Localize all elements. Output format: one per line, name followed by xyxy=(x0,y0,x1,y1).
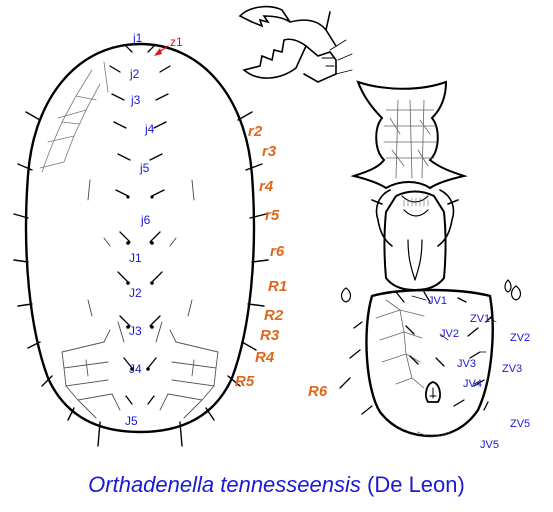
label-r5: r5 xyxy=(265,207,280,224)
label-ZV5: ZV5 xyxy=(510,418,530,430)
ventrianal-shield-outline xyxy=(365,288,494,438)
ventral-label-leaders xyxy=(411,295,497,385)
ventral-setae xyxy=(339,291,493,415)
caption-author: (De Leon) xyxy=(360,472,465,497)
label-R4: R4 xyxy=(255,349,275,366)
chelicera xyxy=(238,5,353,83)
anal-inner xyxy=(429,387,437,399)
genital-shield-outline xyxy=(383,190,447,292)
reticulation-upper xyxy=(39,61,109,173)
marginal-setae xyxy=(13,111,269,447)
label-J1: J1 xyxy=(129,251,142,265)
genital-shield-inner xyxy=(401,195,429,281)
dorsal-seta-labels: j1 z1 j2 j3 j4 j5 j6 J1 J2 J3 J4 J5 xyxy=(125,31,183,428)
label-J2: J2 xyxy=(129,286,142,300)
label-r6: r6 xyxy=(270,243,285,260)
label-R1: R1 xyxy=(268,278,287,295)
dorsal-shield-outline xyxy=(24,42,256,434)
ventrianal-reticulation xyxy=(375,299,425,389)
label-J4: J4 xyxy=(129,362,142,376)
dorsal-pores xyxy=(126,195,154,371)
sternal-shield xyxy=(340,80,522,303)
label-J5: J5 xyxy=(125,414,138,428)
anal-opening xyxy=(425,381,441,403)
metapodal-platelets xyxy=(340,279,522,303)
sternal-reticulation xyxy=(383,99,437,179)
reticulation-posterior-left xyxy=(61,329,121,419)
dorsal-shield xyxy=(13,42,269,447)
label-j5: j5 xyxy=(139,161,150,175)
label-r2: r2 xyxy=(248,123,263,140)
genital-striae xyxy=(403,197,429,207)
label-ZV3: ZV3 xyxy=(502,363,522,375)
ventrianal-shield xyxy=(339,288,497,438)
label-R2: R2 xyxy=(264,307,284,324)
z1-arrowhead xyxy=(154,48,162,56)
ventral-seta-labels: JV1 ZV1 JV2 ZV2 JV3 ZV3 JV4 ZV5 JV5 xyxy=(428,295,530,451)
label-r3: r3 xyxy=(262,143,277,160)
label-R5: R5 xyxy=(235,373,255,390)
label-r4: r4 xyxy=(259,178,274,195)
chelicera-shaft xyxy=(289,11,337,83)
label-JV5: JV5 xyxy=(480,439,499,451)
label-R6: R6 xyxy=(308,383,328,400)
label-j2: j2 xyxy=(129,67,140,81)
label-JV4: JV4 xyxy=(463,378,482,390)
label-J3: J3 xyxy=(129,324,142,338)
chelicera-membrane xyxy=(321,39,353,75)
label-ZV2: ZV2 xyxy=(510,332,530,344)
label-j3: j3 xyxy=(130,93,141,107)
reticulation-posterior-right xyxy=(159,329,219,419)
r-seta-labels: r2 r3 r4 r5 r6 R1 R2 R3 R4 R5 R6 xyxy=(235,123,328,400)
label-R3: R3 xyxy=(260,327,280,344)
figure-caption: Orthadenella tennesseensis (De Leon) xyxy=(0,472,553,498)
label-j6: j6 xyxy=(140,213,151,227)
label-z1: z1 xyxy=(170,35,183,49)
label-ZV1: ZV1 xyxy=(470,313,490,325)
label-j4: j4 xyxy=(144,122,155,136)
sternal-shield-outline xyxy=(350,80,468,190)
muscle-scars xyxy=(87,179,195,343)
dorsal-setae xyxy=(109,45,171,405)
caption-species: Orthadenella tennesseensis xyxy=(88,472,361,497)
metasternal-plates xyxy=(371,189,459,247)
chelicera-fixed-digit xyxy=(238,5,291,28)
label-j1: j1 xyxy=(132,31,143,45)
label-JV3: JV3 xyxy=(457,358,476,370)
label-JV2: JV2 xyxy=(440,328,459,340)
label-JV1: JV1 xyxy=(428,295,447,307)
chelicera-movable-digit xyxy=(242,38,307,79)
